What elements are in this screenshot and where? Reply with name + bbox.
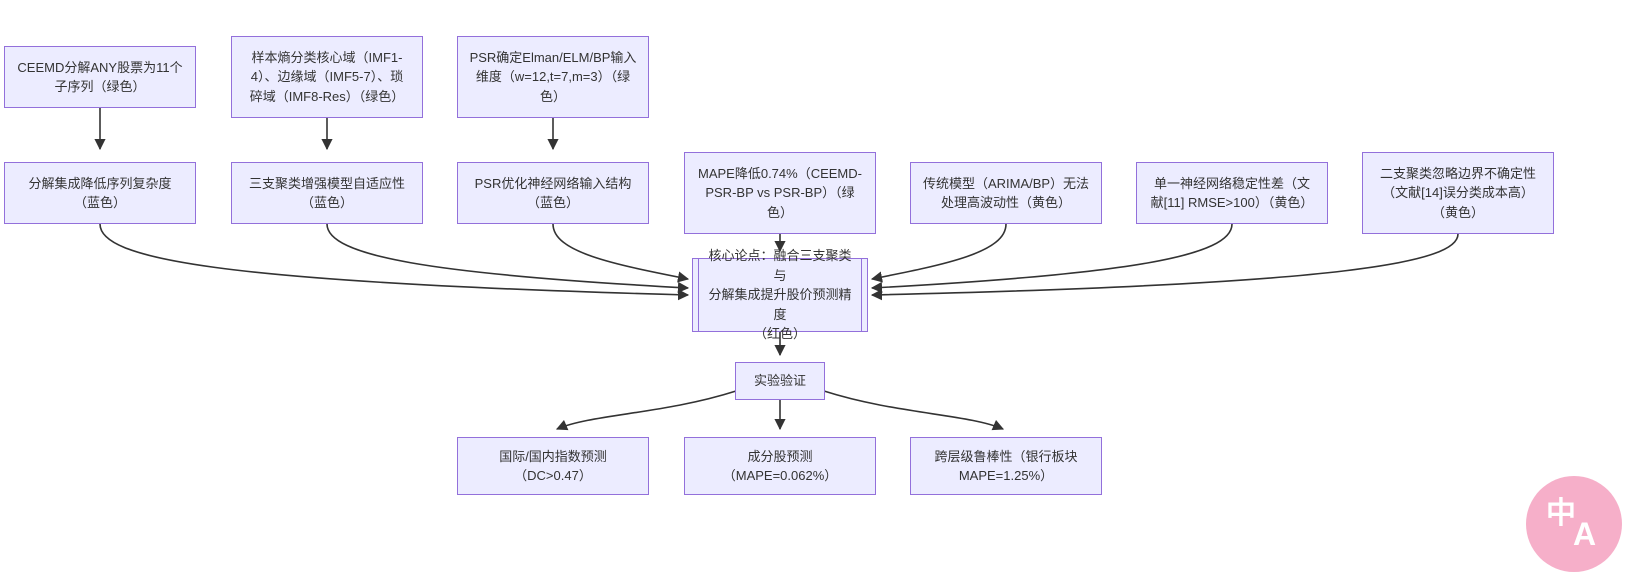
node-label: 分解集成降低序列复杂度 （蓝色） xyxy=(28,175,172,211)
node-single-nn-instability: 单一神经网络稳定性差（文 献[11] RMSE>100）（黄色） xyxy=(1136,162,1328,224)
arrow-traditional-to-core xyxy=(870,223,1007,283)
arrow-psropt-to-core xyxy=(552,223,690,283)
node-index-prediction: 国际/国内指数预测 （DC>0.47） xyxy=(457,437,649,495)
node-label: 实验验证 xyxy=(753,373,806,389)
node-core-thesis: 核心论点：融合三支聚类与 分解集成提升股价预测精度 （红色） xyxy=(692,248,868,341)
node-label: PSR优化神经网络输入结构 （蓝色） xyxy=(474,175,632,211)
node-two-way-clustering-limitation: 二支聚类忽略边界不确定性 （文献[14]误分类成本高） （黄色） xyxy=(1362,152,1554,234)
node-label: 传统模型（ARIMA/BP）无法 处理高波动性（黄色） xyxy=(922,175,1090,211)
node-psr-optimizes-input-structure: PSR优化神经网络输入结构 （蓝色） xyxy=(457,162,649,224)
arrow-threeway-to-core xyxy=(326,223,690,294)
node-label: 样本熵分类核心域（IMF1- 4）、边缘域（IMF5-7）、琐 碎域（IMF8-… xyxy=(249,49,405,104)
node-constituent-stock-prediction: 成分股预测 （MAPE=0.062%） xyxy=(684,437,876,495)
node-label: 二支聚类忽略边界不确定性 （文献[14]误分类成本高） （黄色） xyxy=(1379,165,1536,220)
node-experimental-validation: 实验验证 xyxy=(735,362,825,400)
node-traditional-model-limitation: 传统模型（ARIMA/BP）无法 处理高波动性（黄色） xyxy=(910,162,1102,224)
arrow-experiment-to-index xyxy=(555,390,737,431)
node-label: MAPE降低0.74%（CEEMD- PSR-BP vs PSR-BP）（绿 色… xyxy=(698,165,862,220)
node-cross-level-robustness: 跨层级鲁棒性（银行板块 MAPE=1.25%） xyxy=(910,437,1102,495)
node-label: 国际/国内指数预测 （DC>0.47） xyxy=(499,448,607,484)
node-three-way-clustering-adaptivity: 三支聚类增强模型自适应性 （蓝色） xyxy=(231,162,423,224)
node-label: PSR确定Elman/ELM/BP输入 维度（w=12,t=7,m=3）（绿 色… xyxy=(469,49,637,104)
translate-badge-zh-glyph: 中 xyxy=(1546,497,1576,530)
node-label: 核心论点：融合三支聚类与 分解集成提升股价预测精度 （红色） xyxy=(708,248,852,342)
node-label: 三支聚类增强模型自适应性 （蓝色） xyxy=(248,175,405,211)
arrow-decomp-to-core xyxy=(99,223,690,301)
translate-badge-a-glyph: A xyxy=(1573,516,1597,552)
node-label: CEEMD分解ANY股票为11个 子序列（绿色） xyxy=(17,59,183,95)
node-sample-entropy-classification: 样本熵分类核心域（IMF1- 4）、边缘域（IMF5-7）、琐 碎域（IMF8-… xyxy=(231,36,423,118)
node-label: 跨层级鲁棒性（银行板块 MAPE=1.25%） xyxy=(934,448,1078,484)
arrow-singlenn-to-core xyxy=(870,223,1233,294)
node-decomposition-reduces-complexity: 分解集成降低序列复杂度 （蓝色） xyxy=(4,162,196,224)
node-psr-input-dimension: PSR确定Elman/ELM/BP输入 维度（w=12,t=7,m=3）（绿 色… xyxy=(457,36,649,118)
node-label: 成分股预测 （MAPE=0.062%） xyxy=(722,448,838,484)
arrow-experiment-to-robustness xyxy=(823,390,1005,431)
node-ceemd-decomposition: CEEMD分解ANY股票为11个 子序列（绿色） xyxy=(4,46,196,108)
node-mape-reduction: MAPE降低0.74%（CEEMD- PSR-BP vs PSR-BP）（绿 色… xyxy=(684,152,876,234)
arrow-twoway-to-core xyxy=(870,233,1459,301)
node-label: 单一神经网络稳定性差（文 献[11] RMSE>100）（黄色） xyxy=(1150,175,1314,211)
translate-badge[interactable]: 中 A xyxy=(1526,476,1622,572)
